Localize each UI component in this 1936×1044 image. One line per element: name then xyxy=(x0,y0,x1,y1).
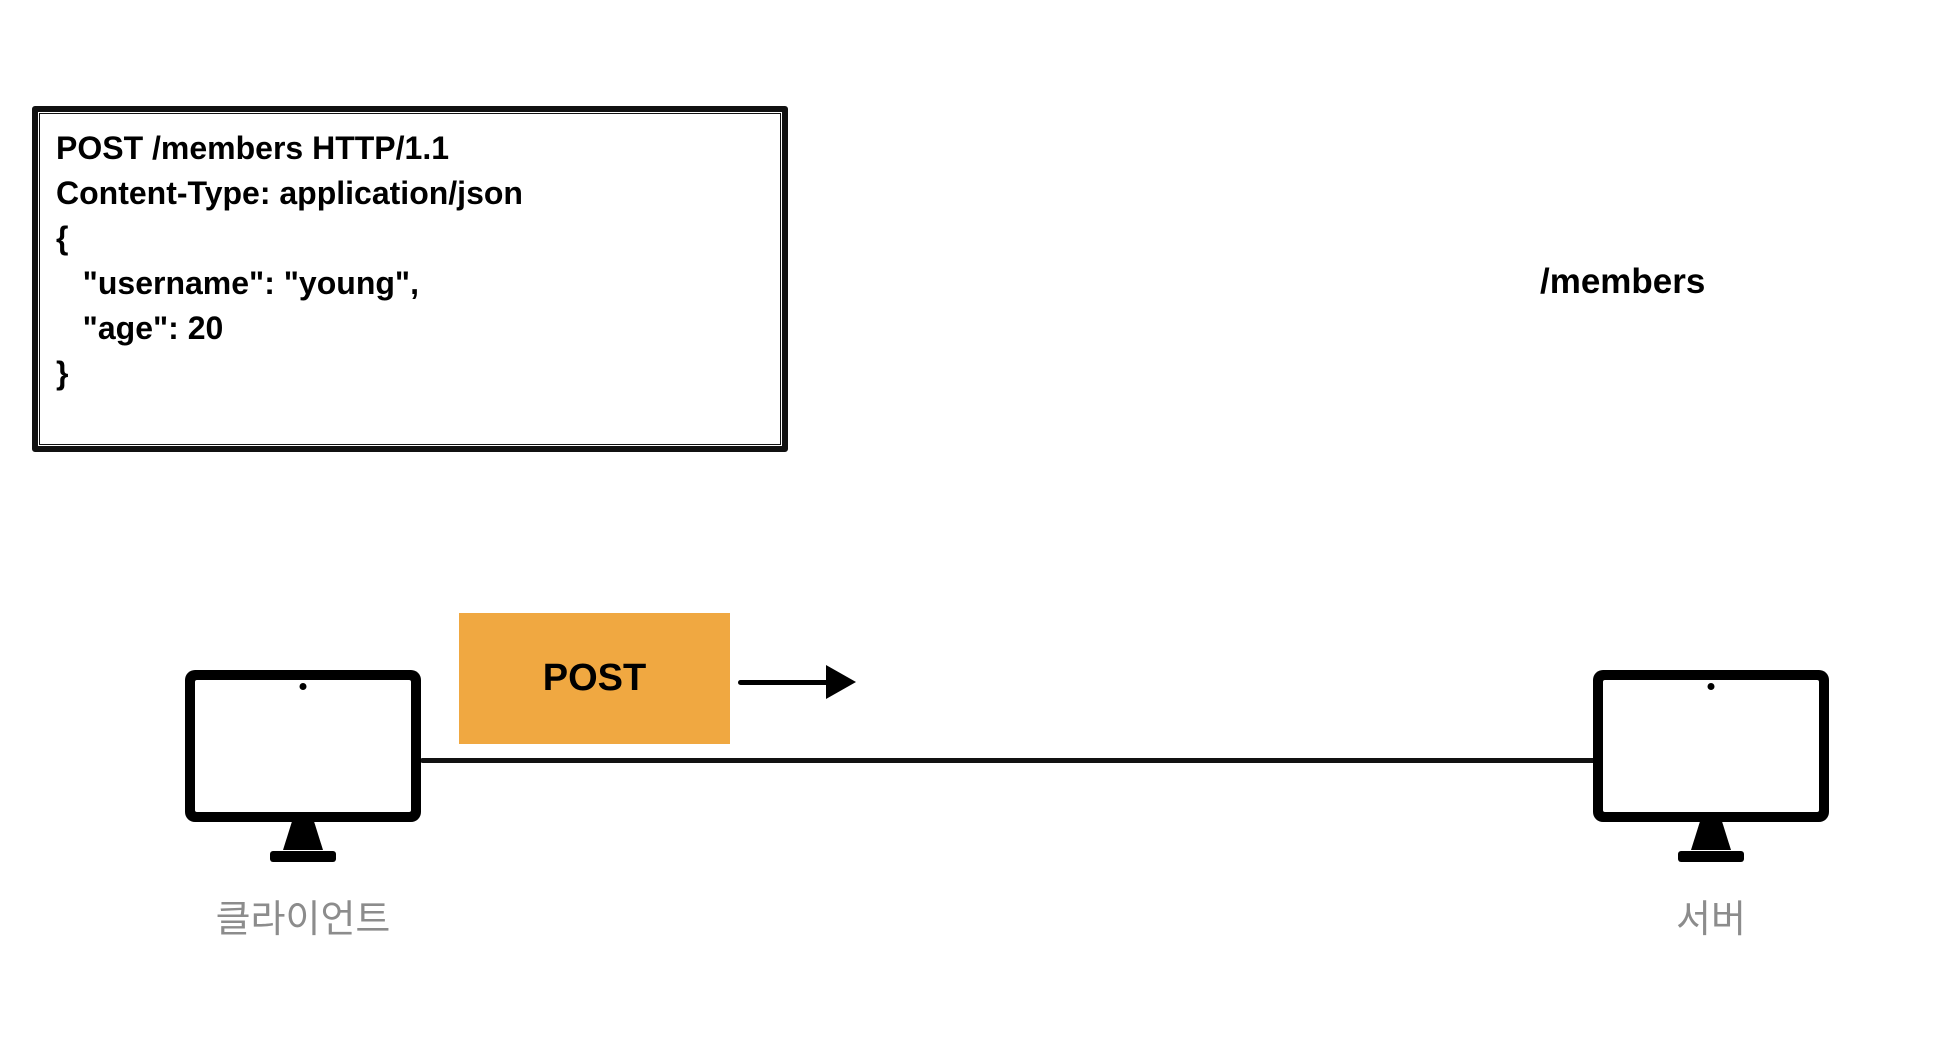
monitor-base xyxy=(270,851,336,862)
camera-dot-icon xyxy=(299,683,307,690)
client-monitor-icon xyxy=(185,670,421,862)
request-arrow-icon xyxy=(738,665,858,699)
request-line: { xyxy=(56,220,69,256)
request-line: } xyxy=(56,355,69,391)
client-server-connection-line xyxy=(420,758,1600,763)
post-method-badge: POST xyxy=(459,613,730,744)
client-label: 클라이언트 xyxy=(215,899,391,941)
server-label: 서버 xyxy=(1676,899,1746,941)
monitor-stand xyxy=(283,822,323,850)
request-line: Content-Type: application/json xyxy=(56,175,523,211)
monitor-display xyxy=(1603,680,1819,812)
http-request-box: POST /members HTTP/1.1 Content-Type: app… xyxy=(32,106,788,452)
post-method-label: POST xyxy=(542,657,647,699)
monitor-screen xyxy=(1593,670,1829,822)
request-line: "age": 20 xyxy=(56,310,224,346)
monitor-screen xyxy=(185,670,421,822)
arrow-head xyxy=(826,665,856,699)
arrow-line xyxy=(738,680,830,685)
monitor-stand xyxy=(1691,822,1731,850)
endpoint-label: /members xyxy=(1540,262,1706,301)
request-line: POST /members HTTP/1.1 xyxy=(56,130,450,166)
request-line: "username": "young", xyxy=(56,265,419,301)
camera-dot-icon xyxy=(1707,683,1715,690)
monitor-display xyxy=(195,680,411,812)
server-monitor-icon xyxy=(1593,670,1829,862)
monitor-base xyxy=(1678,851,1744,862)
